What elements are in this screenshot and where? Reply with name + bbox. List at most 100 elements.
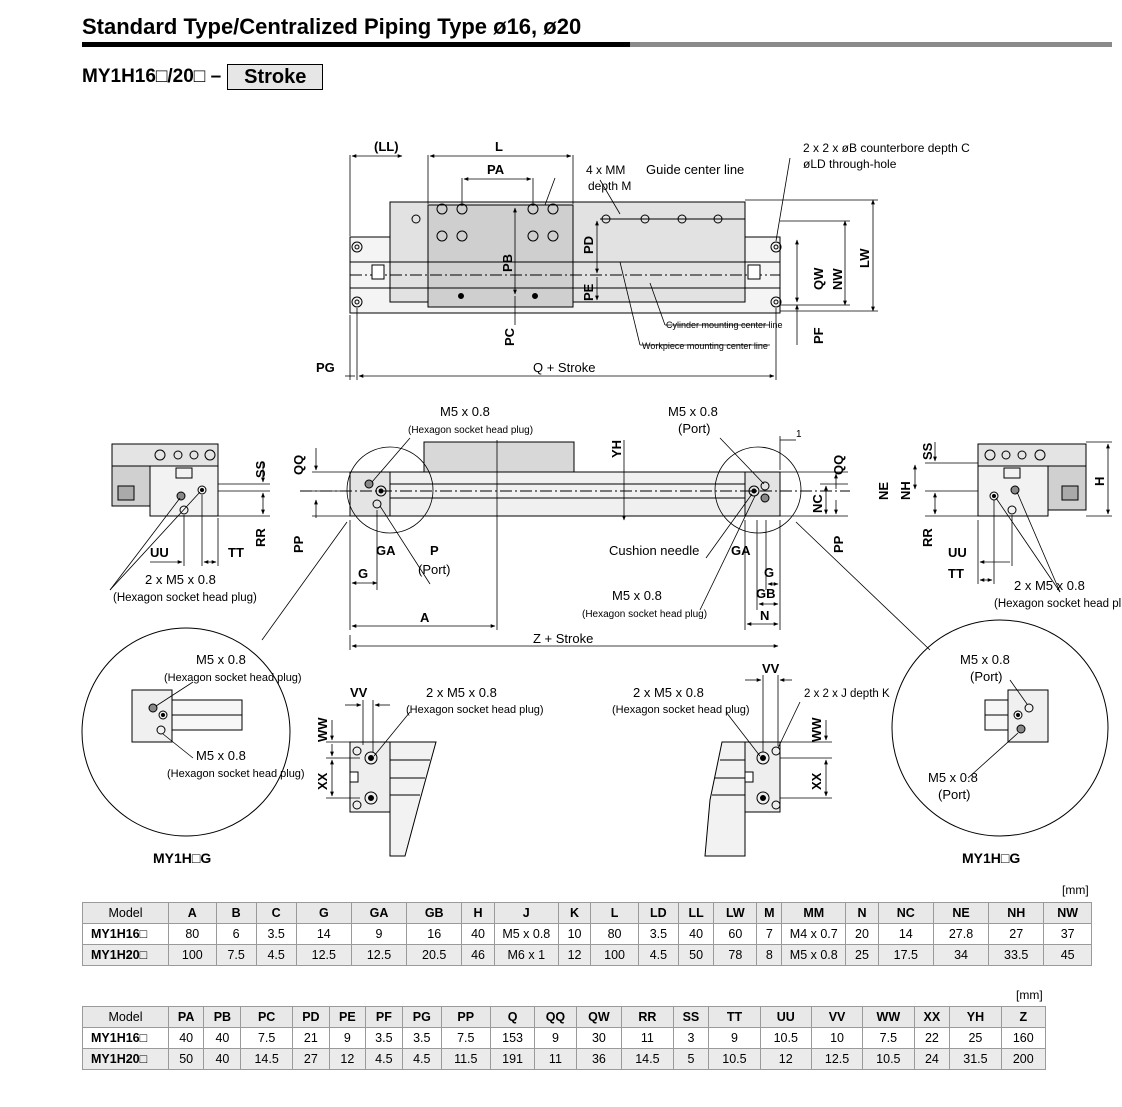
value-cell: 80	[590, 923, 639, 945]
value-cell: 46	[461, 944, 495, 966]
value-cell: 7.5	[240, 1027, 293, 1049]
value-cell: 22	[913, 1027, 951, 1049]
model-cell: MY1H16□	[82, 1027, 169, 1049]
label-P: P	[430, 543, 439, 558]
column-header-pp: PP	[440, 1006, 491, 1028]
label-SS-right: SS	[920, 442, 935, 460]
label-depth-M: depth M	[588, 179, 631, 193]
label-PG: PG	[316, 360, 335, 375]
value-cell: 50	[167, 1048, 205, 1070]
column-header-j: J	[493, 902, 559, 924]
label-Z-stroke: Z + Stroke	[533, 631, 593, 646]
bottom-left-labels: VV WW XX 2 x M5 x 0.8 (Hexagon socket he…	[315, 685, 544, 790]
label-detail-right-m5-1: M5 x 0.8	[960, 652, 1010, 667]
label-PB: PB	[500, 254, 515, 272]
left-end-dimensions	[109, 462, 270, 591]
table2-unit: [mm]	[1016, 988, 1043, 1002]
column-header-gb: GB	[406, 902, 463, 924]
value-cell: M5 x 0.8	[781, 944, 847, 966]
detail-right-labels: M5 x 0.8 (Port) M5 x 0.8 (Port) MY1H□G	[928, 652, 1020, 866]
column-header-h: H	[461, 902, 495, 924]
value-cell: 33.5	[988, 944, 1045, 966]
label-hex-plug-right-end: (Hexagon socket head plug)	[994, 598, 1122, 610]
value-cell: 40	[677, 923, 715, 945]
value-cell: 10	[557, 923, 592, 945]
column-header-pa: PA	[167, 1006, 205, 1028]
label-XX-left: XX	[315, 772, 330, 790]
value-cell: 14	[295, 923, 352, 945]
column-header-z: Z	[1000, 1006, 1047, 1028]
label-UU-left: UU	[150, 545, 169, 560]
right-end-labels: SS NE NH H RR UU TT 2 x M5 x 0.8 (Hexago…	[876, 442, 1122, 610]
label-QQ-left: QQ	[291, 455, 306, 475]
value-cell: M4 x 0.7	[781, 923, 847, 945]
value-cell: 9	[350, 923, 408, 945]
label-XX-right: XX	[809, 772, 824, 790]
value-cell: 7.5	[862, 1027, 915, 1049]
value-cell: 8	[756, 944, 783, 966]
value-cell: 12.5	[295, 944, 352, 966]
value-cell: 7	[756, 923, 783, 945]
value-cell: 153	[489, 1027, 536, 1049]
technical-drawing: (LL) L PA 4 x MM depth M Guide center li…	[81, 139, 1122, 866]
label-PE: PE	[581, 283, 596, 301]
label-PP-left: PP	[291, 535, 306, 553]
value-cell: 9	[534, 1027, 577, 1049]
label-1: 1	[796, 429, 802, 440]
column-header-ne: NE	[932, 902, 990, 924]
model-cell: MY1H16□	[82, 923, 169, 945]
left-end-view	[111, 443, 219, 517]
detail-left	[81, 627, 291, 837]
label-workpiece-mounting-center-line: Workpiece mounting center line	[642, 341, 768, 351]
front-view	[300, 441, 850, 534]
column-header-model: Model	[82, 1006, 169, 1028]
label-guide-center-line: Guide center line	[646, 162, 744, 177]
value-cell: 12.5	[810, 1048, 864, 1070]
label-GA-right: GA	[731, 543, 751, 558]
column-header-pg: PG	[401, 1006, 442, 1028]
label-m5-plug-left: M5 x 0.8	[440, 404, 490, 419]
column-header-uu: UU	[759, 1006, 812, 1028]
value-cell: 40	[461, 923, 495, 945]
value-cell: 24	[913, 1048, 951, 1070]
value-cell: 80	[168, 923, 217, 945]
label-detail-left-m5-1: M5 x 0.8	[196, 652, 246, 667]
label-port-right: (Port)	[678, 421, 711, 436]
label-H: H	[1092, 477, 1107, 486]
column-header-ld: LD	[637, 902, 679, 924]
value-cell: 20.5	[406, 944, 463, 966]
column-header-k: K	[557, 902, 592, 924]
label-GA-left: GA	[376, 543, 396, 558]
label-detail-right-m5-2: M5 x 0.8	[928, 770, 978, 785]
bottom-right-dimensions	[725, 675, 832, 799]
top-view-dimensions	[345, 154, 878, 380]
label-PA: PA	[487, 162, 505, 177]
value-cell: 45	[1043, 944, 1092, 966]
column-header-ss: SS	[672, 1006, 710, 1028]
label-QQ-right: QQ	[831, 455, 846, 475]
value-cell: 50	[677, 944, 715, 966]
label-TT-right: TT	[948, 566, 964, 581]
label-WW-right: WW	[809, 717, 824, 742]
value-cell: 12	[759, 1048, 812, 1070]
value-cell: 4.5	[364, 1048, 403, 1070]
column-header-rr: RR	[621, 1006, 674, 1028]
right-end-dimensions	[913, 441, 1112, 593]
label-YH: YH	[609, 440, 624, 458]
table1-unit: [mm]	[1062, 883, 1089, 897]
value-cell: 4.5	[401, 1048, 442, 1070]
label-detail-right-port-1: (Port)	[970, 669, 1003, 684]
bottom-right-labels: VV WW XX 2 x M5 x 0.8 (Hexagon socket he…	[612, 661, 890, 790]
value-cell: 12.5	[350, 944, 408, 966]
value-cell: 6	[215, 923, 257, 945]
model-code: MY1H16□/20□ –	[82, 66, 222, 87]
value-cell: 3.5	[255, 923, 297, 945]
value-cell: 17.5	[877, 944, 934, 966]
label-PP-right: PP	[831, 535, 846, 553]
label-bottom-left-2xm5: 2 x M5 x 0.8	[426, 685, 497, 700]
